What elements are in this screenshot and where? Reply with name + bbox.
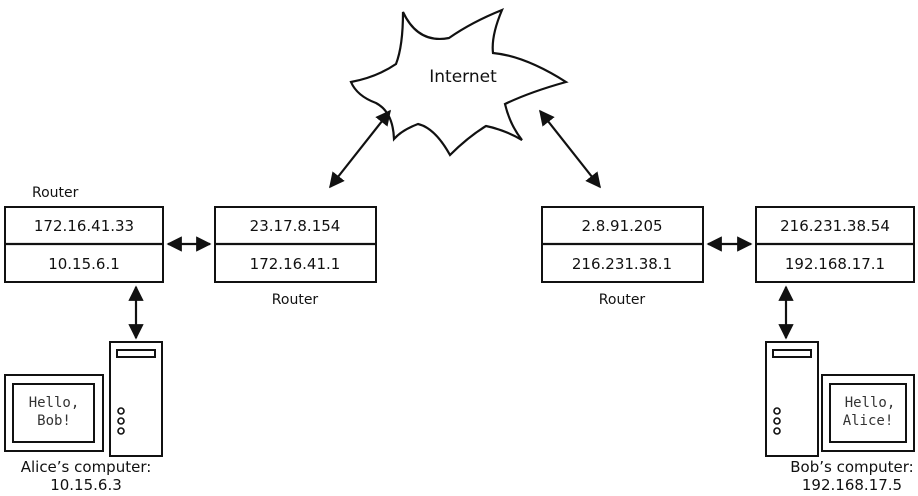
tower-computer-icon: [765, 341, 819, 457]
alice-computer: Hello, Bob! Alice’s computer: 10.15.6.3: [4, 341, 163, 494]
router-bob-wan: 2.8.91.205 216.231.38.1 Router: [541, 206, 704, 308]
router-caption: Router: [599, 292, 646, 308]
router-lower-ip: 216.231.38.1: [572, 255, 672, 273]
router-caption: Router: [272, 292, 319, 308]
connection-arrows: [128, 109, 794, 340]
router-alice-wan: 23.17.8.154 172.16.41.1 Router: [214, 206, 377, 308]
screen-text-line2: Alice!: [843, 413, 894, 429]
router-lower-ip: 192.168.17.1: [785, 255, 885, 273]
computer-caption-line1: Bob’s computer:: [790, 458, 913, 476]
router-alice-lan: Router 172.16.41.33 10.15.6.1: [4, 185, 164, 283]
router-bob-lan: 216.231.38.54 192.168.17.1: [755, 206, 915, 283]
internet-burst-icon: [349, 7, 569, 157]
screen-text-line2: Bob!: [37, 413, 71, 429]
computer-caption-line2: 10.15.6.3: [50, 476, 122, 494]
router-upper-ip: 216.231.38.54: [780, 217, 890, 235]
screen-text-line1: Hello,: [29, 395, 80, 411]
router-lower-ip: 172.16.41.1: [250, 255, 341, 273]
router-caption: Router: [32, 185, 79, 201]
computer-caption-line1: Alice’s computer:: [21, 458, 152, 476]
screen-text-line1: Hello,: [845, 395, 896, 411]
double-headed-arrow-icon: [539, 109, 601, 189]
router-lower-ip: 10.15.6.1: [48, 255, 120, 273]
double-headed-arrow-icon: [329, 109, 391, 189]
monitor-icon: [4, 374, 104, 452]
router-upper-ip: 172.16.41.33: [34, 217, 134, 235]
tower-computer-icon: [109, 341, 163, 457]
monitor-icon: [821, 374, 915, 452]
internet-label: Internet: [429, 67, 497, 87]
computer-caption-line2: 192.168.17.5: [802, 476, 902, 494]
bob-computer: Hello, Alice! Bob’s computer: 192.168.17…: [765, 341, 915, 494]
internet-cloud: Internet: [349, 7, 569, 157]
router-upper-ip: 23.17.8.154: [250, 217, 341, 235]
router-upper-ip: 2.8.91.205: [581, 217, 662, 235]
